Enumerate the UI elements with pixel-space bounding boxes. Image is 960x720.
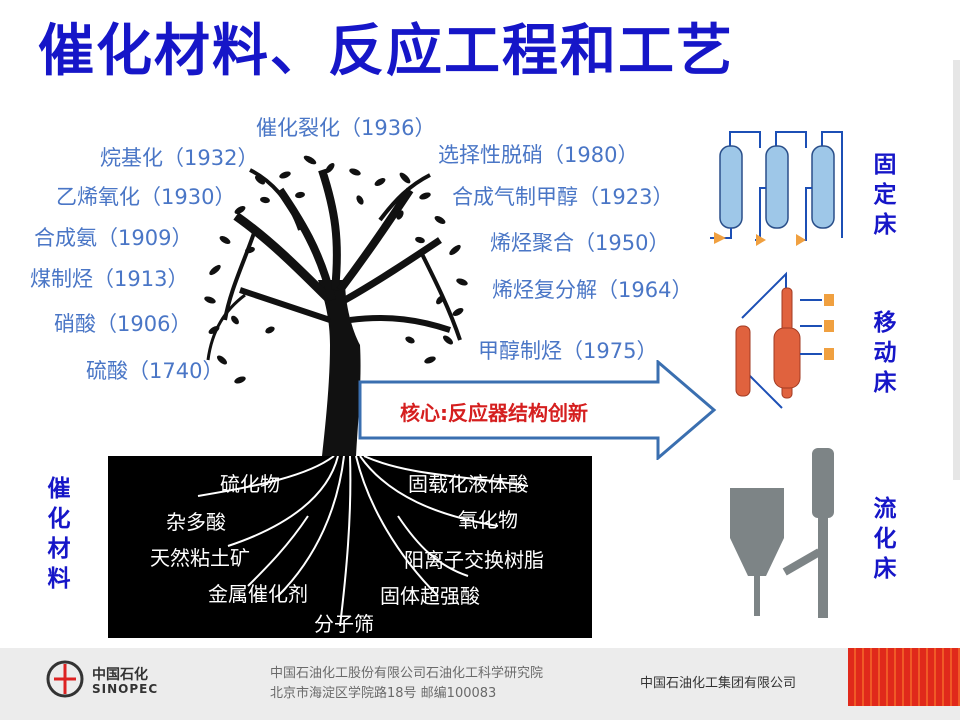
fixed-bed-reactor-diagram — [710, 131, 843, 246]
root-label-metal-catalyst: 金属催化剂 — [208, 582, 308, 606]
roots-illustration — [197, 456, 529, 627]
footer-institute: 中国石油化工股份有限公司石油化工科学研究院 — [270, 666, 544, 681]
moving-bed-reactor-diagram — [735, 271, 834, 409]
branch-label-ammonia: 合成氨（1909） — [34, 226, 193, 250]
branch-label-fcc: 催化裂化（1936） — [256, 116, 436, 140]
root-label-supported-liquid-acid: 固载化液体酸 — [408, 472, 528, 496]
logo-chinese-name: 中国石化 — [92, 667, 148, 683]
branch-label-methanol-synthesis: 合成气制甲醇（1923） — [452, 185, 674, 209]
branch-label-alkylation: 烷基化（1932） — [100, 146, 259, 170]
catalytic-materials-label: 催化材料 — [46, 474, 74, 594]
core-arrow — [358, 360, 717, 460]
branch-label-ethylene-oxidation: 乙烯氧化（1930） — [56, 185, 236, 209]
right-edge-decoration — [953, 60, 960, 480]
fluidized-bed-reactor-diagram — [730, 448, 834, 618]
branch-label-sulfuric-acid: 硫酸（1740） — [86, 359, 224, 383]
root-label-sulfide: 硫化物 — [220, 472, 280, 496]
branch-label-olefin-metathesis: 烯烃复分解（1964） — [492, 278, 693, 302]
logo-english-name: SINOPEC — [92, 682, 159, 696]
fixed-bed-label: 固定床 — [873, 152, 897, 238]
root-label-oxide: 氧化物 — [458, 508, 518, 532]
core-arrow-label: 核心:反应器结构创新 — [400, 401, 588, 425]
branch-label-nitric-acid: 硝酸（1906） — [54, 312, 192, 336]
root-label-heteropoly-acid: 杂多酸 — [166, 510, 226, 534]
root-label-natural-clay: 天然粘土矿 — [150, 546, 250, 570]
branch-label-coal-to-hydrocarbon: 煤制烃（1913） — [30, 267, 189, 291]
sinopec-logo-icon — [46, 660, 84, 698]
footer-red-stripes — [848, 648, 960, 706]
root-label-cation-exchange-resin: 阳离子交换树脂 — [404, 548, 544, 572]
footer-group-name: 中国石油化工集团有限公司 — [640, 676, 797, 691]
branch-label-mto: 甲醇制烃（1975） — [478, 339, 658, 363]
footer-address: 北京市海淀区学院路18号 邮编100083 — [270, 686, 497, 701]
branch-label-scr: 选择性脱硝（1980） — [438, 143, 639, 167]
page-title: 催化材料、反应工程和工艺 — [38, 19, 734, 84]
footer-bar — [0, 648, 960, 720]
root-label-solid-superacid: 固体超强酸 — [380, 584, 480, 608]
moving-bed-label: 移动床 — [873, 310, 897, 396]
catalytic-materials-text: 催化材料 — [47, 476, 71, 592]
branch-label-olefin-polymerization: 烯烃聚合（1950） — [490, 231, 670, 255]
root-label-molecular-sieve: 分子筛 — [314, 612, 374, 636]
fluidized-bed-label: 流化床 — [873, 496, 897, 582]
